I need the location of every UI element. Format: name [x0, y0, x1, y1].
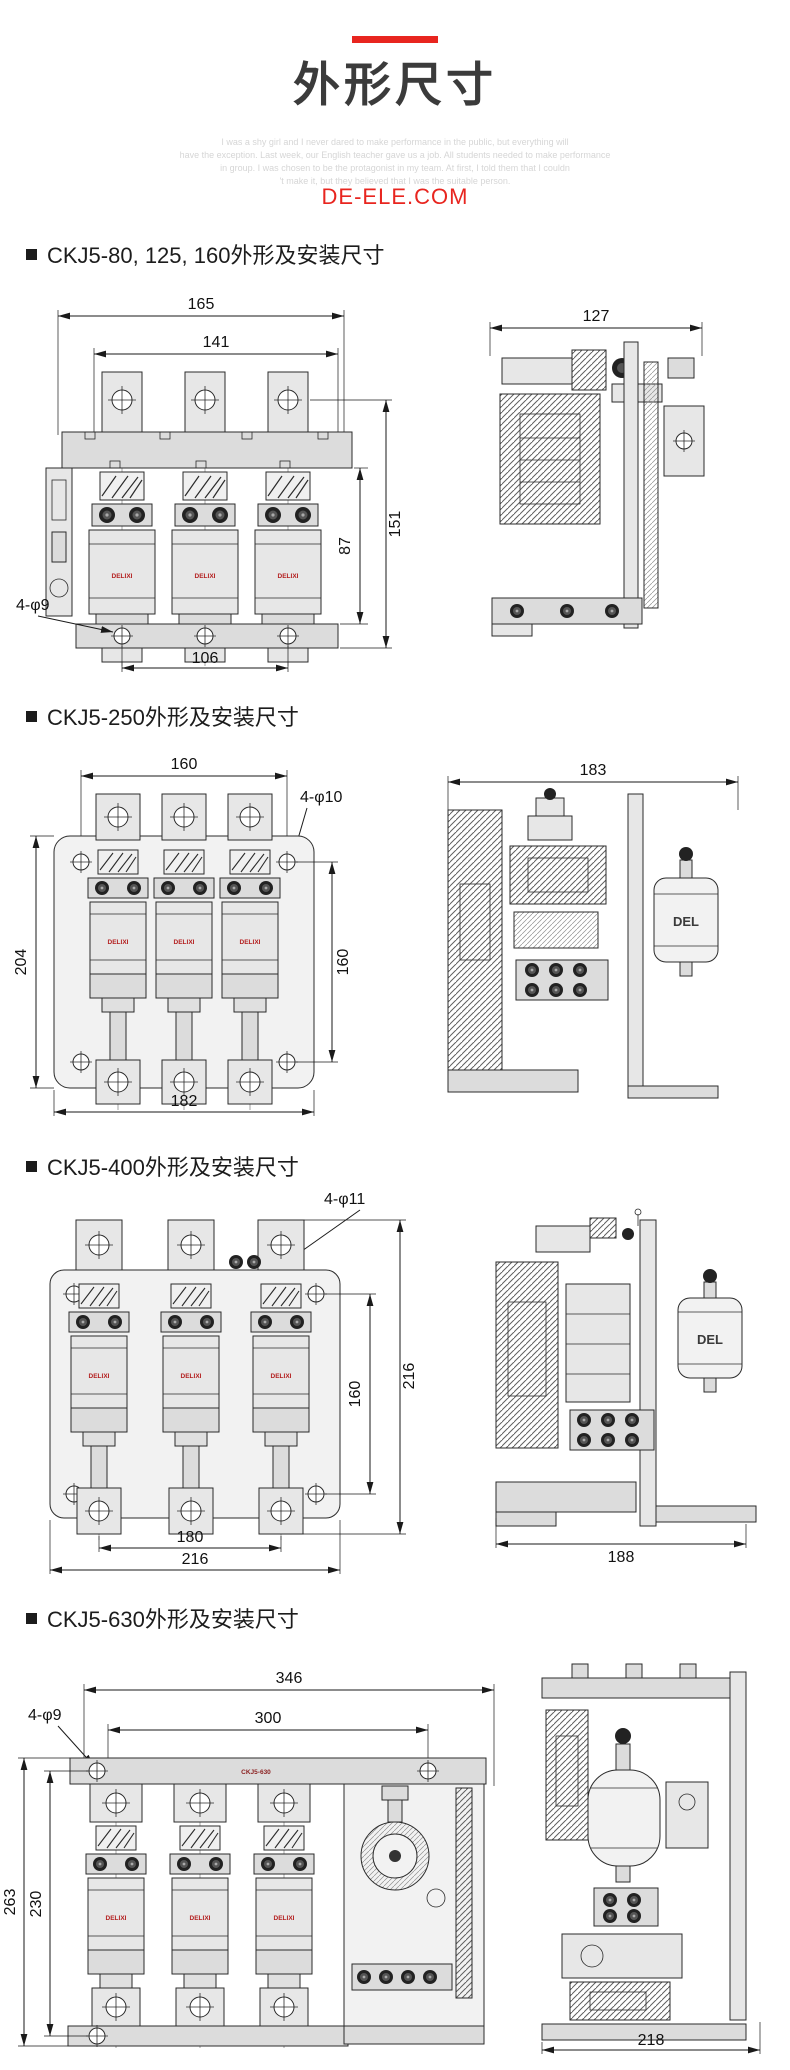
hole-callout-label: 4-φ10: [300, 789, 343, 806]
dim-label: 106: [192, 650, 219, 667]
ckj5-630-front-view-drawing: 346 4-φ9 300 CKJ5-630 DELIXI: [2, 1670, 495, 2048]
dim-label: 165: [188, 296, 215, 313]
pole-brand-label: DELIXI: [274, 1915, 295, 1922]
ckj5-400-front-view-drawing: 4-φ11 DELIXI DELIXI DELIXI: [49, 1191, 418, 1574]
sectional-body: [491, 341, 705, 637]
page-title: 外形尺寸: [293, 58, 497, 111]
dimension-lines: 346 4-φ9 300: [28, 1670, 495, 1786]
dimension-lines: 127: [489, 308, 703, 356]
bullet-icon: [26, 248, 37, 260]
watermark-line: 't make it, but they believed that I was…: [279, 176, 511, 186]
contactor-body: CKJ5-630 DELIXI DELIXI DELIXI: [67, 1757, 487, 2048]
dim-label: 160: [347, 1381, 364, 1408]
control-unit: [343, 1783, 485, 2045]
section-heading: CKJ5-400外形及安装尺寸: [26, 1150, 299, 1182]
dimension-lines: 218: [541, 2022, 761, 2054]
contactor-body: DELIXI DELIXI DELIXI: [45, 371, 353, 666]
dimension-lines: 183: [447, 762, 739, 810]
pole-brand-label: DELIXI: [108, 939, 129, 946]
pole-brand-label: DELIXI: [271, 1373, 292, 1380]
ckj5-630-side-view-drawing: 218: [541, 1663, 761, 2054]
hole-callout-label: 4-φ9: [16, 597, 50, 614]
bullet-icon: [26, 710, 37, 722]
dim-label: 127: [583, 308, 610, 325]
dim-label: 160: [171, 756, 198, 773]
sectional-body: [541, 1663, 747, 2041]
watermark-line: have the exception. Last week, our Engli…: [179, 150, 611, 160]
bullet-icon: [26, 1160, 37, 1172]
contactor-body: DELIXI DELIXI DELIXI: [53, 793, 315, 1110]
section-heading: CKJ5-250外形及安装尺寸: [26, 700, 299, 732]
ckj5-250-side-view-drawing: 183 DEL: [447, 762, 739, 1099]
section-heading-label: CKJ5-250外形及安装尺寸: [47, 705, 299, 730]
ckj5-250-front-view-drawing: 160 4-φ10 DELIXI DELIXI DELIXI: [13, 756, 352, 1116]
coil-label: DEL: [697, 1332, 723, 1347]
dim-label: 141: [203, 334, 230, 351]
dim-label: 346: [276, 1670, 303, 1687]
pole-brand-label: DELIXI: [174, 939, 195, 946]
pole-brand-label: DELIXI: [278, 573, 299, 580]
section-heading-label: CKJ5-630外形及安装尺寸: [47, 1607, 299, 1632]
dimension-lines: 165 141: [57, 296, 345, 435]
brand-watermark: DE-ELE.COM: [321, 184, 469, 209]
unit-type-label: CKJ5-630: [241, 1769, 271, 1776]
dimension-lines: 216 160 180 216: [49, 1219, 418, 1574]
watermark-line: I was a shy girl and I never dared to ma…: [221, 137, 569, 147]
dimension-lines: 204 160 182: [13, 835, 352, 1116]
dim-label: 160: [335, 949, 352, 976]
hole-callout-label: 4-φ11: [324, 1191, 365, 1208]
pole-brand-label: DELIXI: [190, 1915, 211, 1922]
pole-brand-label: DELIXI: [240, 939, 261, 946]
pole-brand-label: DELIXI: [112, 573, 133, 580]
section-ckj5-630: CKJ5-630外形及安装尺寸 346 4-φ9 300: [0, 1602, 790, 2070]
dim-label: 300: [255, 1710, 282, 1727]
dim-label: 182: [171, 1093, 198, 1110]
pole-brand-label: DELIXI: [195, 573, 216, 580]
dim-label: 263: [2, 1889, 19, 1916]
contactor-body: DELIXI DELIXI DELIXI: [49, 1219, 341, 1540]
dim-label: 151: [387, 511, 404, 538]
hole-callout-label: 4-φ9: [28, 1707, 62, 1724]
dim-label: 216: [401, 1363, 418, 1390]
dim-label: 87: [337, 537, 354, 555]
dim-label: 204: [13, 949, 30, 976]
sectional-body: DEL: [447, 788, 719, 1099]
dim-label: 216: [182, 1551, 209, 1568]
pole-brand-label: DELIXI: [181, 1373, 202, 1380]
section-heading-label: CKJ5-80, 125, 160外形及安装尺寸: [47, 243, 385, 268]
section-heading: CKJ5-630外形及安装尺寸: [26, 1602, 299, 1634]
section-ckj5-250: CKJ5-250外形及安装尺寸 160 4-φ10: [0, 700, 790, 1150]
ckj5-400-side-view-drawing: DEL 188: [495, 1208, 757, 1566]
dim-label: 188: [608, 1549, 635, 1566]
section-heading-label: CKJ5-400外形及安装尺寸: [47, 1155, 299, 1180]
ckj5-80-front-view-drawing: 165 141: [16, 296, 404, 672]
dim-label: 183: [580, 762, 607, 779]
dim-label: 230: [28, 1891, 45, 1918]
pole-brand-label: DELIXI: [106, 1915, 127, 1922]
bullet-icon: [26, 1612, 37, 1624]
dimension-lines: 188: [495, 1518, 747, 1566]
sectional-body: DEL: [495, 1208, 757, 1527]
section-heading: CKJ5-80, 125, 160外形及安装尺寸: [26, 238, 384, 270]
accent-bar: [352, 36, 438, 43]
section-ckj5-400: CKJ5-400外形及安装尺寸 4-φ11 DELIXI: [0, 1150, 790, 1602]
ckj5-80-side-view-drawing: 127: [489, 308, 705, 637]
watermark-line: in group. I was chosen to be the protago…: [220, 163, 570, 173]
coil-label: DEL: [673, 914, 699, 929]
watermark-text: I was a shy girl and I never dared to ma…: [0, 136, 790, 188]
dimension-lines: 263 230: [2, 1757, 88, 2047]
dimension-lines: 87 151 106 4-φ9: [16, 399, 404, 672]
section-ckj5-80: CKJ5-80, 125, 160外形及安装尺寸 165 141: [0, 238, 790, 700]
dimension-lines: 160 4-φ10: [80, 756, 343, 857]
pole-brand-label: DELIXI: [89, 1373, 110, 1380]
dim-label: 218: [638, 2032, 665, 2049]
dim-label: 180: [177, 1529, 204, 1546]
